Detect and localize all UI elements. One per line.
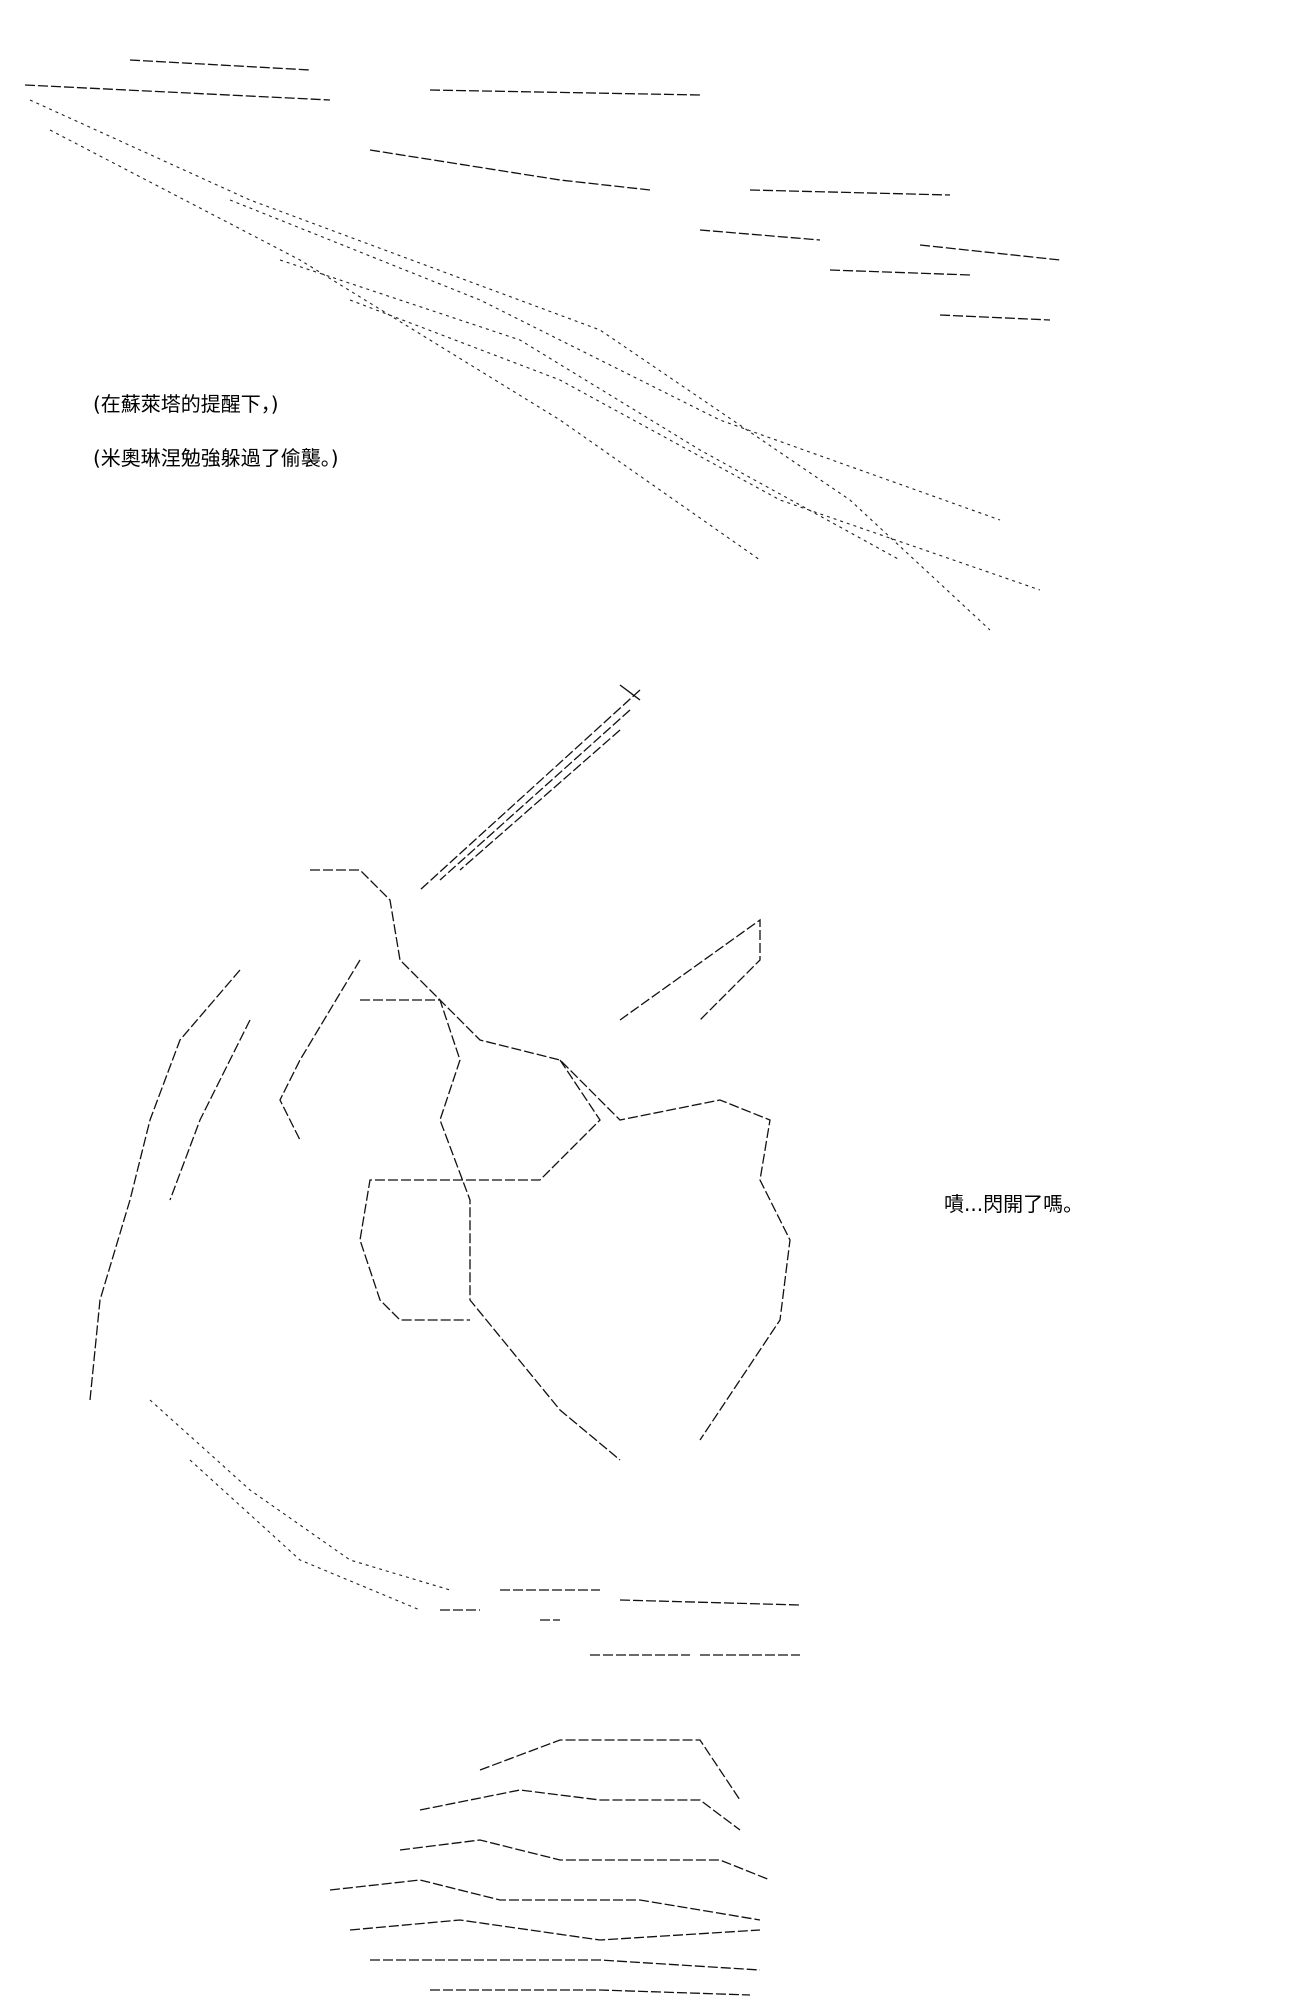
- character-art: [89, 869, 801, 1656]
- narration-line-1: (在蘇萊塔的提醒下，): [93, 392, 279, 416]
- narration-line-2: (米奧琳涅勉強躲過了偷襲。): [93, 446, 339, 470]
- second-character-art: [329, 1739, 771, 1996]
- speed-lines-art: [24, 59, 1061, 631]
- sword-art: [419, 684, 641, 891]
- dialogue-line: 嘖...閃開了嗎。: [944, 1192, 1084, 1216]
